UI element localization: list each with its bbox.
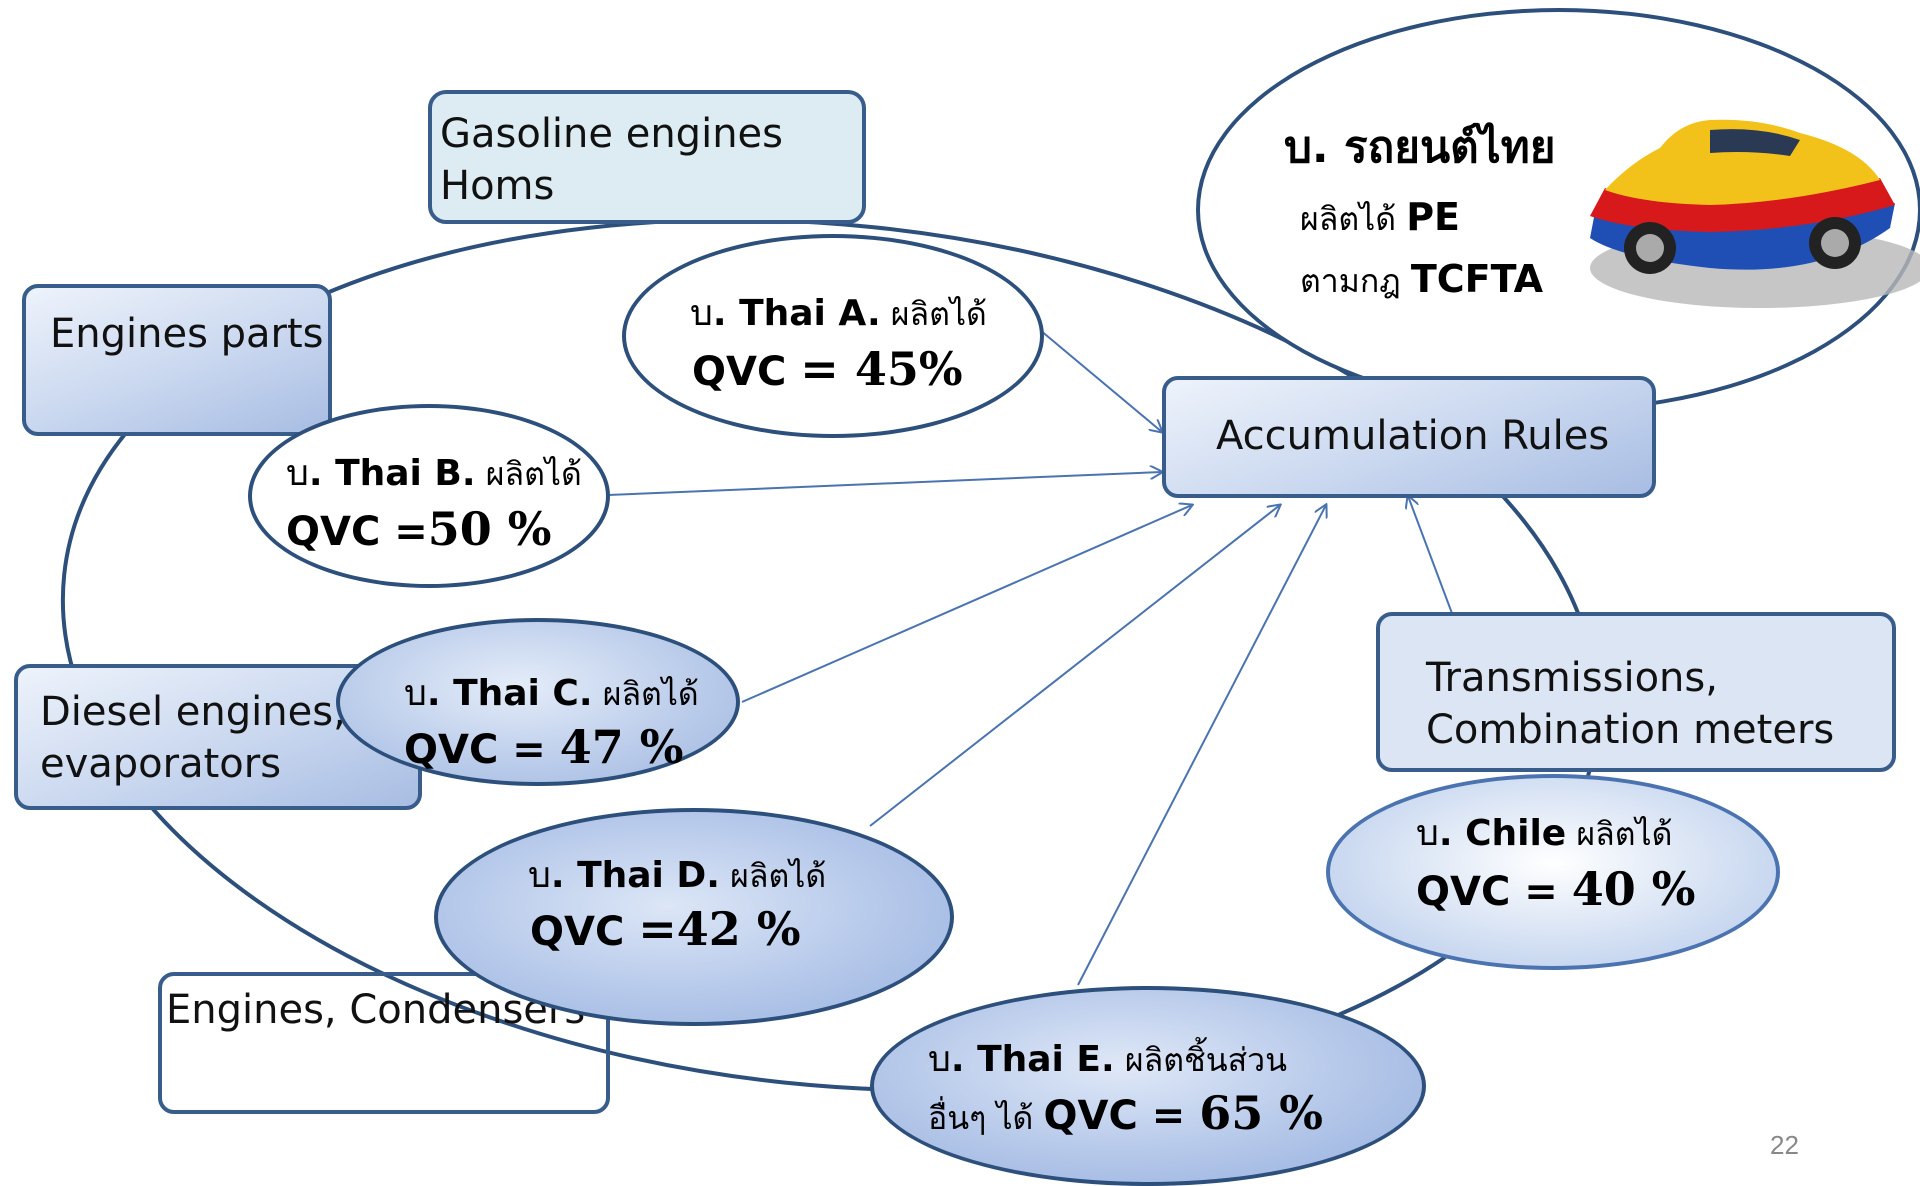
accumulation-rules-box: Accumulation Rules — [1162, 376, 1656, 498]
thai-e-qvc-value: 65 % — [1199, 1086, 1323, 1140]
arrow-thai-e — [1077, 505, 1326, 986]
car-icon — [1590, 119, 1920, 308]
thai-a-ellipse: บ. Thai A. ผลิตได้ QVC = 45% — [622, 234, 1044, 438]
chile-qvc-value: 40 % — [1571, 862, 1696, 916]
arrow-thai-c — [741, 505, 1192, 703]
thai-b-produces: ผลิตได้ — [475, 455, 582, 493]
chile-ellipse: บ. Chile ผลิตได้ QVC = 40 % — [1326, 774, 1780, 970]
engines-parts-box: Engines parts — [22, 284, 332, 436]
thai-c-qvc-label: QVC = — [404, 727, 560, 773]
car-window — [1710, 129, 1800, 156]
thai-e-produces: ผลิตชิ้นส่วน — [1114, 1041, 1287, 1079]
thai-a-qvc-label: QVC — [692, 349, 787, 395]
thai-d-name: . Thai D. — [550, 855, 720, 896]
pe-label: PE — [1406, 195, 1460, 239]
thai-c-produces: ผลิตได้ — [592, 675, 699, 713]
thai-c-prefix: บ — [404, 673, 427, 714]
tcfta-label: TCFTA — [1410, 257, 1544, 301]
page-number: 22 — [1770, 1130, 1799, 1160]
gasoline-line2: Homs — [440, 163, 555, 209]
gasoline-line1: Gasoline engines — [440, 111, 783, 157]
thai-a-produces: ผลิตได้ — [880, 295, 987, 333]
thai-car-line1-thai: ผลิตได้ — [1300, 200, 1407, 238]
thai-car-line1: ผลิตได้ PE — [1300, 194, 1460, 245]
accumulation-rules-label: Accumulation Rules — [1216, 413, 1610, 459]
thai-e-qvc-label: QVC = — [1043, 1093, 1200, 1139]
transmissions-box: Transmissions, Combination meters — [1376, 612, 1896, 772]
chile-produces: ผลิตได้ — [1566, 815, 1673, 853]
thai-d-qvc-label: QVC — [530, 909, 639, 955]
thai-c-ellipse: บ. Thai C. ผลิตได้ QVC = 47 % — [336, 618, 740, 786]
car-wheel-front-rim — [1636, 234, 1664, 262]
gasoline-engines-box: Gasoline engines Homs — [428, 90, 866, 224]
chile-name: . Chile — [1438, 813, 1567, 854]
thai-c-name: . Thai C. — [426, 673, 593, 714]
thai-b-ellipse: บ. Thai B. ผลิตได้ QVC =50 % — [248, 404, 610, 588]
transmissions-line1: Transmissions, — [1426, 655, 1718, 701]
arrow-thai-a — [1039, 329, 1162, 432]
thai-a-prefix: บ — [690, 293, 713, 334]
car-wheel-rear-rim — [1821, 229, 1849, 257]
thai-car-line2-thai: ตามกฎ — [1300, 262, 1411, 300]
thai-a-qvc-value: = 45% — [800, 342, 963, 396]
thai-b-qvc-value: 50 % — [427, 502, 552, 556]
thai-car-company-ellipse: บ. รถยนต์ไทย ผลิตได้ PE ตามกฎ TCFTA — [1196, 8, 1920, 412]
transmissions-line2: Combination meters — [1426, 707, 1835, 753]
chile-prefix: บ — [1416, 813, 1439, 854]
thai-b-prefix: บ — [286, 453, 309, 494]
chile-qvc-label: QVC = — [1416, 869, 1572, 915]
arrow-thai-d — [869, 505, 1280, 827]
arrow-thai-b — [607, 472, 1162, 496]
thai-a-name: . Thai A. — [712, 293, 881, 334]
thai-d-produces: ผลิตได้ — [719, 857, 827, 895]
thai-e-name: . Thai E. — [950, 1039, 1115, 1080]
car-body-yellow — [1605, 119, 1880, 205]
diesel-line1: Diesel engines, — [40, 689, 346, 735]
thai-d-qvc-value: =42 % — [638, 902, 801, 956]
engines-parts-label: Engines parts — [50, 311, 324, 357]
thai-e-prefix: บ — [928, 1039, 951, 1080]
thai-d-prefix: บ — [528, 855, 551, 896]
thai-car-line2: ตามกฎ TCFTA — [1300, 256, 1543, 307]
thai-e-line2-prefix: อื่นๆ ได้ — [928, 1099, 1044, 1137]
diesel-line2: evaporators — [40, 741, 282, 787]
thai-e-ellipse: บ. Thai E. ผลิตชิ้นส่วน อื่นๆ ได้ QVC = … — [870, 986, 1426, 1186]
car-body-red — [1590, 178, 1895, 232]
thai-d-ellipse: บ. Thai D. ผลิตได้ QVC =42 % — [434, 808, 954, 1026]
thai-car-title: บ. รถยนต์ไทย — [1284, 122, 1556, 173]
thai-b-qvc-label: QVC = — [286, 509, 428, 555]
thai-b-name: . Thai B. — [308, 453, 476, 494]
thai-c-qvc-value: 47 % — [559, 720, 684, 774]
